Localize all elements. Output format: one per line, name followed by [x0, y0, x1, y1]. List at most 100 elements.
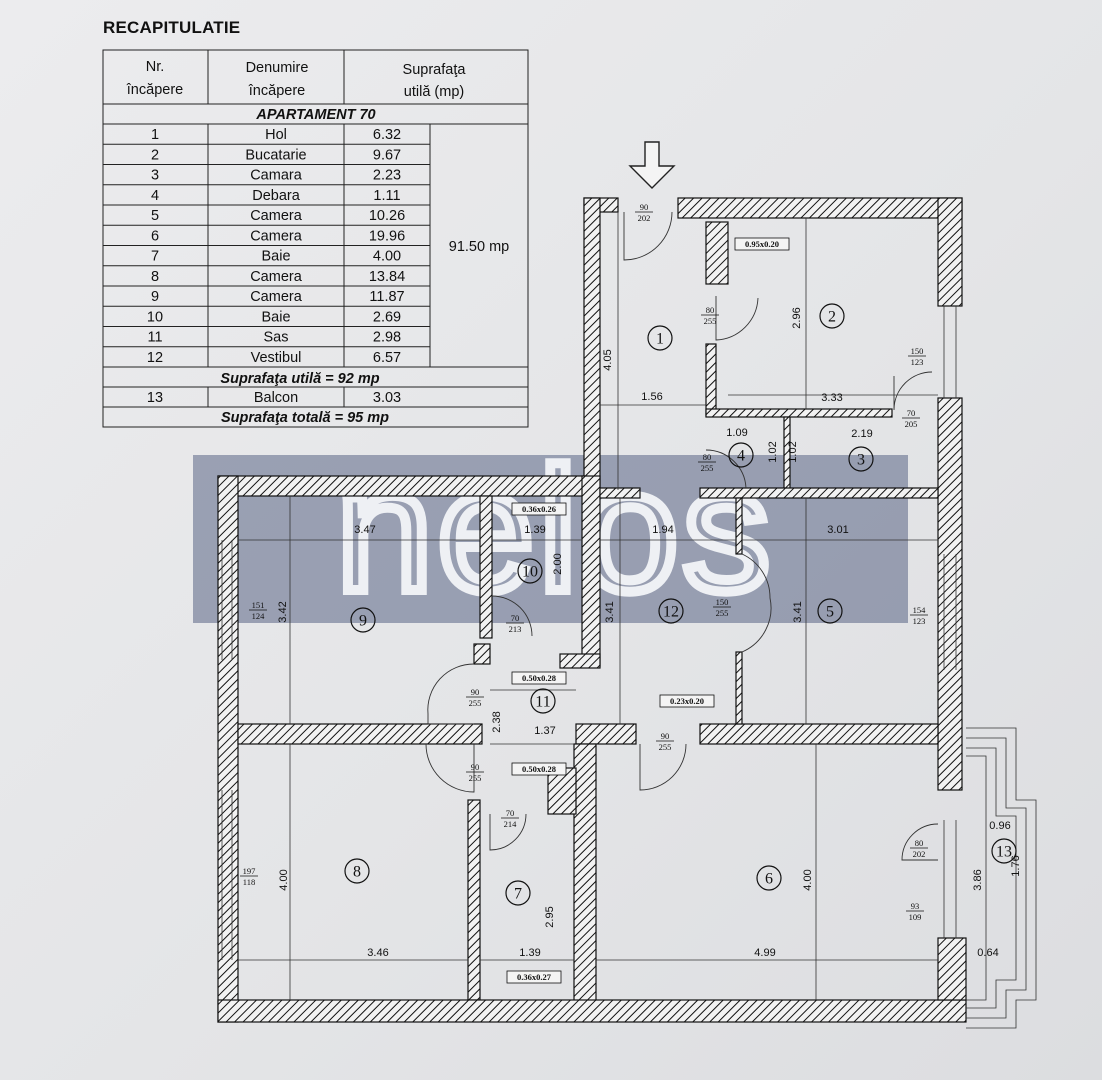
header-area-line2: utilă (mp) — [404, 84, 464, 100]
room-number-4: 4 — [728, 442, 754, 468]
svg-text:205: 205 — [905, 419, 918, 429]
dimension-label: 2.38 — [491, 711, 503, 732]
row-nr: 11 — [147, 330, 162, 346]
svg-text:213: 213 — [509, 624, 522, 634]
dimension-label: 0.64 — [977, 947, 998, 959]
row-nr: 2 — [151, 147, 159, 163]
row-name: Camera — [250, 269, 303, 285]
vent-box: 0.50x0.28 — [511, 671, 567, 685]
svg-text:80: 80 — [706, 305, 715, 315]
vent-box: 0.23x0.20 — [659, 694, 715, 708]
dimension-label: 1.94 — [652, 524, 673, 536]
svg-text:10: 10 — [522, 564, 538, 581]
svg-text:255: 255 — [704, 316, 717, 326]
row-area: 19.96 — [369, 228, 405, 244]
row-name: Vestibul — [251, 350, 302, 366]
row-area: 2.69 — [373, 309, 401, 325]
row-nr: 10 — [147, 309, 163, 325]
dimension-label: 2.96 — [791, 307, 803, 328]
row-area: 2.98 — [373, 330, 401, 346]
room-number-12: 12 — [658, 598, 684, 624]
table-row: 10 Baie 2.69 — [147, 309, 401, 325]
dimension-label: 4.00 — [802, 869, 814, 890]
svg-text:93: 93 — [911, 901, 920, 911]
row-name: Camera — [250, 289, 303, 305]
room-number-10: 10 — [517, 558, 543, 584]
row-area: 1.11 — [373, 188, 400, 204]
svg-text:123: 123 — [913, 616, 926, 626]
row-nr: 9 — [151, 289, 159, 305]
watermark: nelos — [193, 428, 908, 633]
room-number-2: 2 — [819, 303, 845, 329]
row-nr: 3 — [151, 168, 159, 184]
svg-text:255: 255 — [701, 463, 714, 473]
svg-text:80: 80 — [915, 838, 924, 848]
svg-text:7: 7 — [514, 886, 522, 903]
dimension-label: 1.56 — [641, 391, 662, 403]
dimension-label: 0.96 — [989, 820, 1010, 832]
svg-text:90: 90 — [640, 202, 649, 212]
summary-table — [102, 49, 529, 428]
room-number-7: 7 — [505, 880, 531, 906]
row-name: Baie — [261, 309, 290, 325]
dimension-label: 4.99 — [754, 947, 775, 959]
room-number-13: 13 — [991, 838, 1017, 864]
row-nr: 7 — [151, 249, 159, 265]
svg-text:11: 11 — [535, 694, 550, 711]
dimension-label: 3.41 — [604, 601, 616, 622]
svg-text:90: 90 — [471, 687, 480, 697]
header-nr-line2: încăpere — [126, 82, 183, 98]
row-name: Camera — [250, 208, 303, 224]
row-name: Camera — [250, 228, 303, 244]
room-number-9: 9 — [350, 607, 376, 633]
vents: 0.95x0.200.36x0.260.50x0.280.23x0.200.50… — [506, 237, 790, 984]
row-name: Camara — [250, 168, 303, 184]
header-name-line1: Denumire — [246, 60, 309, 76]
row-area: 10.26 — [369, 208, 405, 224]
room-number-3: 3 — [848, 446, 874, 472]
row-nr: 1 — [151, 127, 159, 143]
svg-text:70: 70 — [907, 408, 916, 418]
svg-text:118: 118 — [243, 877, 255, 887]
dimension-label: 1.39 — [519, 947, 540, 959]
row-area: 13.84 — [369, 269, 405, 285]
svg-text:2: 2 — [828, 309, 836, 326]
svg-text:80: 80 — [703, 452, 712, 462]
table-row: 9 Camera 11.87 — [151, 289, 405, 305]
svg-text:90: 90 — [661, 731, 670, 741]
dimension-label: 3.33 — [821, 392, 842, 404]
row-area: 6.32 — [373, 127, 401, 143]
interior-lines — [221, 212, 1037, 1029]
svg-text:202: 202 — [913, 849, 926, 859]
dimension-label: 3.47 — [354, 524, 375, 536]
svg-text:255: 255 — [659, 742, 672, 752]
header-name-line2: încăpere — [248, 83, 305, 99]
svg-text:0.36x0.27: 0.36x0.27 — [517, 972, 552, 982]
row-area: 11.87 — [369, 289, 404, 305]
svg-text:109: 109 — [909, 912, 922, 922]
row-name: Bucatarie — [245, 147, 306, 163]
svg-text:0.95x0.20: 0.95x0.20 — [745, 239, 779, 249]
dimension-label: 3.46 — [367, 947, 388, 959]
dimension-label: 1.37 — [534, 725, 555, 737]
dimension-label: 4.05 — [602, 349, 614, 370]
